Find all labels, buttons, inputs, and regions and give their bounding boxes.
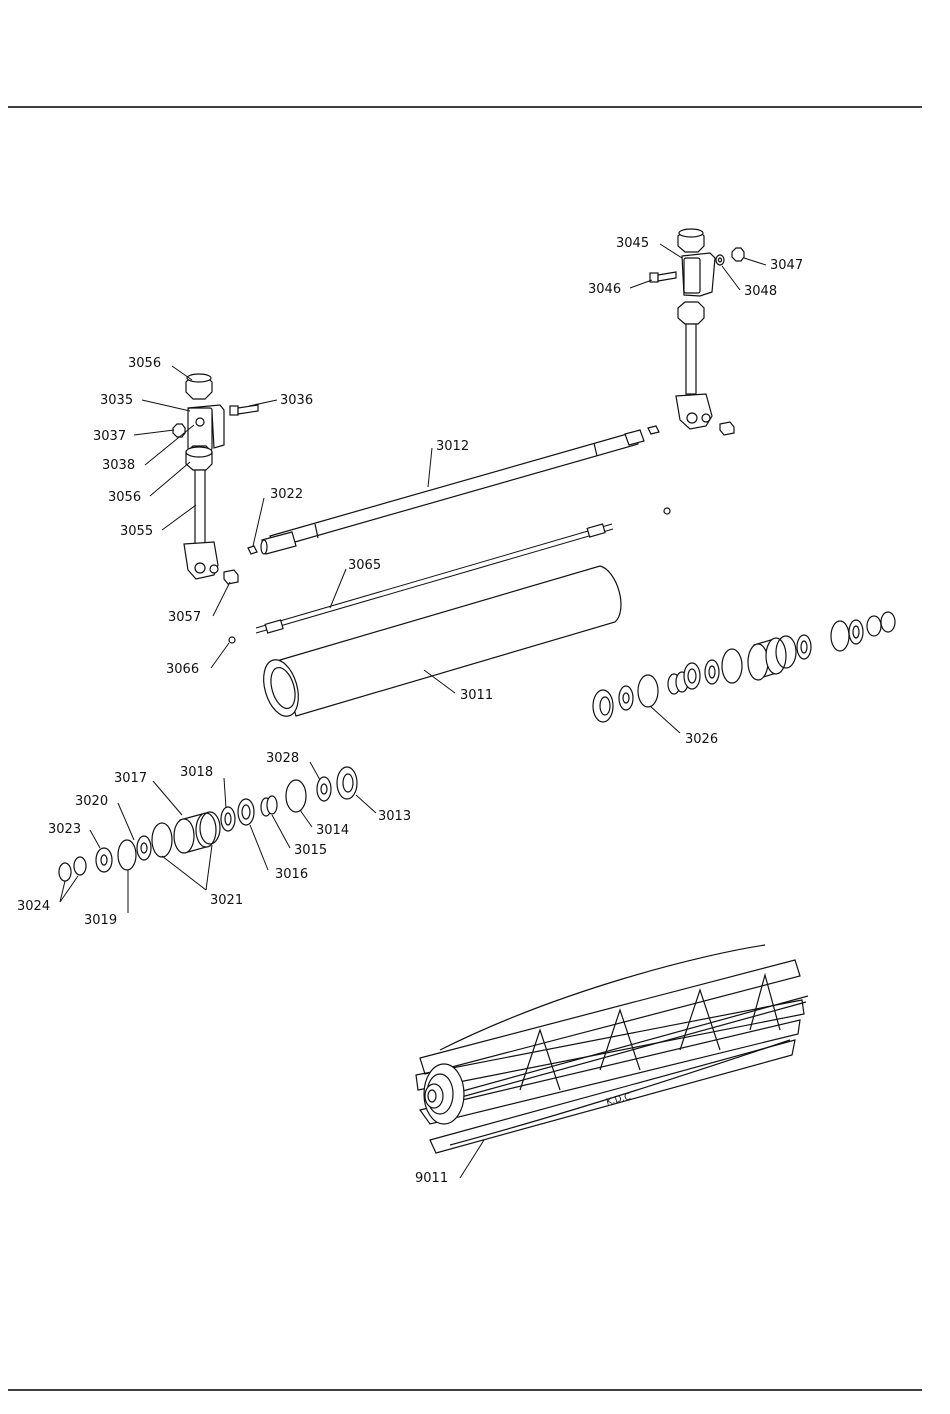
label-3056-top: 3056 bbox=[128, 356, 161, 371]
label-3024: 3024 bbox=[17, 899, 50, 914]
label-3012: 3012 bbox=[436, 439, 469, 454]
label-3038: 3038 bbox=[102, 458, 135, 473]
right-bearing-set bbox=[593, 612, 895, 722]
label-3047: 3047 bbox=[770, 258, 803, 273]
label-3019: 3019 bbox=[84, 913, 117, 928]
label-3026: 3026 bbox=[685, 732, 718, 747]
label-3056-lower: 3056 bbox=[108, 490, 141, 505]
label-3046: 3046 bbox=[588, 282, 621, 297]
label-3022: 3022 bbox=[270, 487, 303, 502]
label-3066: 3066 bbox=[166, 662, 199, 677]
label-3015: 3015 bbox=[294, 843, 327, 858]
label-3035: 3035 bbox=[100, 393, 133, 408]
label-3037: 3037 bbox=[93, 429, 126, 444]
label-3023: 3023 bbox=[48, 822, 81, 837]
right-hanger-assembly bbox=[648, 229, 744, 514]
cutting-cylinder bbox=[416, 945, 808, 1153]
left-hanger-assembly bbox=[173, 374, 258, 643]
label-3016: 3016 bbox=[275, 867, 308, 882]
label-3014: 3014 bbox=[316, 823, 349, 838]
label-3021: 3021 bbox=[210, 893, 243, 908]
label-3011: 3011 bbox=[460, 688, 493, 703]
label-3057: 3057 bbox=[168, 610, 201, 625]
label-3048: 3048 bbox=[744, 284, 777, 299]
part-number-labels: 3056 3035 3036 3037 3038 3056 3055 3022 … bbox=[17, 236, 803, 1186]
roller-tube bbox=[258, 566, 621, 720]
left-bearing-set bbox=[59, 767, 357, 881]
drafter-initials: K.D.C bbox=[605, 1092, 632, 1108]
label-3045: 3045 bbox=[616, 236, 649, 251]
leader-lines bbox=[60, 244, 766, 1178]
label-3017: 3017 bbox=[114, 771, 147, 786]
label-3020: 3020 bbox=[75, 794, 108, 809]
label-9011: 9011 bbox=[415, 1171, 448, 1186]
label-3055: 3055 bbox=[120, 524, 153, 539]
label-3013: 3013 bbox=[378, 809, 411, 824]
label-3036: 3036 bbox=[280, 393, 313, 408]
label-3065: 3065 bbox=[348, 558, 381, 573]
label-3028: 3028 bbox=[266, 751, 299, 766]
label-3018: 3018 bbox=[180, 765, 213, 780]
